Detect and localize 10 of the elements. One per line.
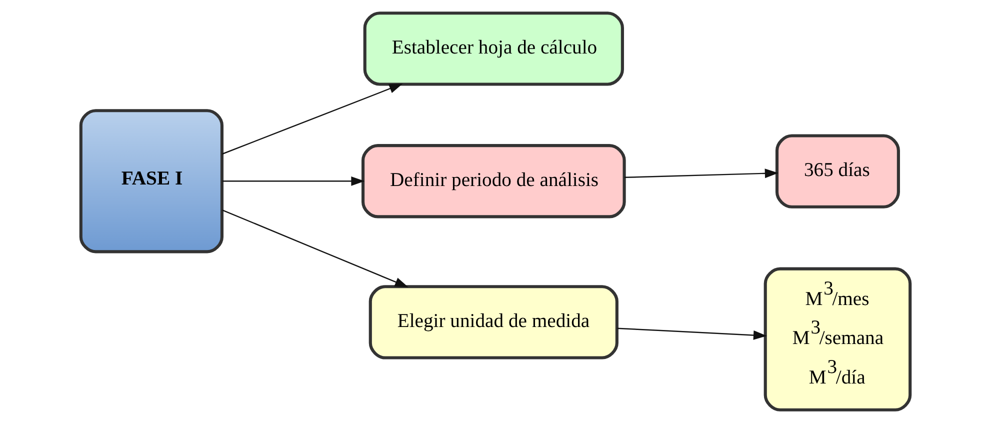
- arrow: [616, 328, 766, 340]
- node-box: Elegir unidad de medida: [368, 285, 618, 360]
- arrow: [624, 168, 778, 178]
- node-box: FASE I: [78, 109, 223, 254]
- arrow: [222, 176, 364, 186]
- node-box: Definir periodo de análisis: [361, 144, 626, 218]
- arrow: [222, 209, 408, 288]
- node-box: 365 días: [774, 134, 900, 208]
- arrow: [222, 84, 402, 155]
- node-box: Establecer hoja de cálculo: [362, 12, 624, 86]
